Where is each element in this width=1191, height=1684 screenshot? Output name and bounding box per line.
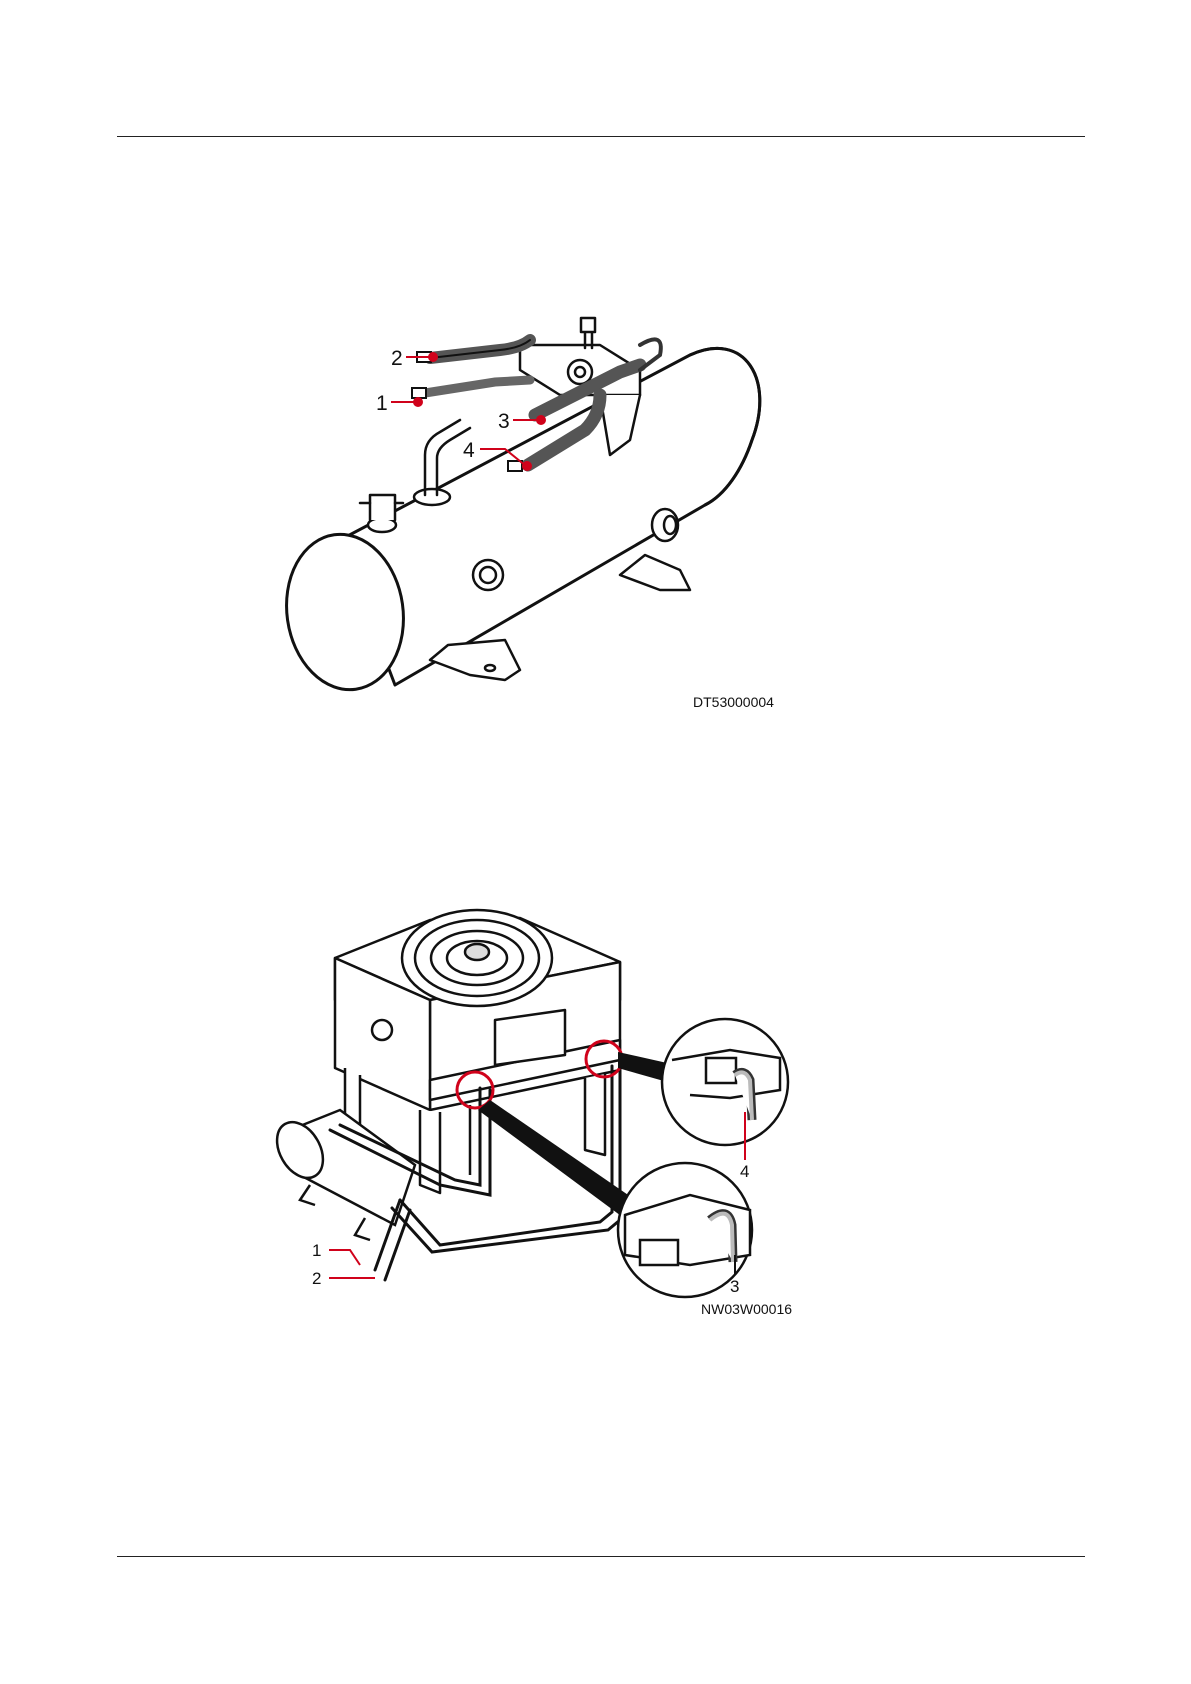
figure-code-2: NW03W00016 (701, 1301, 792, 1317)
callout-2: 2 (312, 1269, 321, 1288)
footer-rule (117, 1556, 1085, 1557)
callout-1: 1 (312, 1241, 321, 1260)
figure-code-1: DT53000004 (693, 694, 774, 710)
callout-2: 2 (391, 347, 403, 370)
callout-4: 4 (740, 1162, 749, 1181)
detail-view-4 (662, 1019, 788, 1145)
callout-3: 3 (730, 1277, 739, 1296)
callout-1: 1 (376, 392, 388, 415)
receiver-tank-drawing (277, 318, 760, 697)
callout-4: 4 (463, 439, 475, 462)
callout-3: 3 (498, 410, 510, 433)
